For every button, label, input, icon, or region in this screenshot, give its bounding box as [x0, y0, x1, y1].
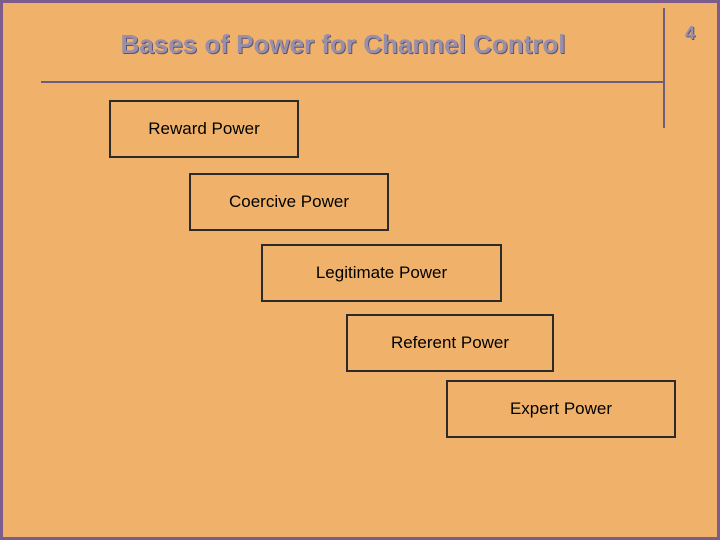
slide-number: 4 [684, 23, 695, 43]
horizontal-divider [41, 81, 665, 83]
power-box-reward: Reward Power [109, 100, 299, 158]
power-box-coercive: Coercive Power [189, 173, 389, 231]
power-box-referent: Referent Power [346, 314, 554, 372]
power-box-legitimate: Legitimate Power [261, 244, 502, 302]
vertical-divider [663, 8, 665, 128]
page-title: Bases of Power for Channel Control [120, 29, 566, 59]
power-box-expert: Expert Power [446, 380, 676, 438]
